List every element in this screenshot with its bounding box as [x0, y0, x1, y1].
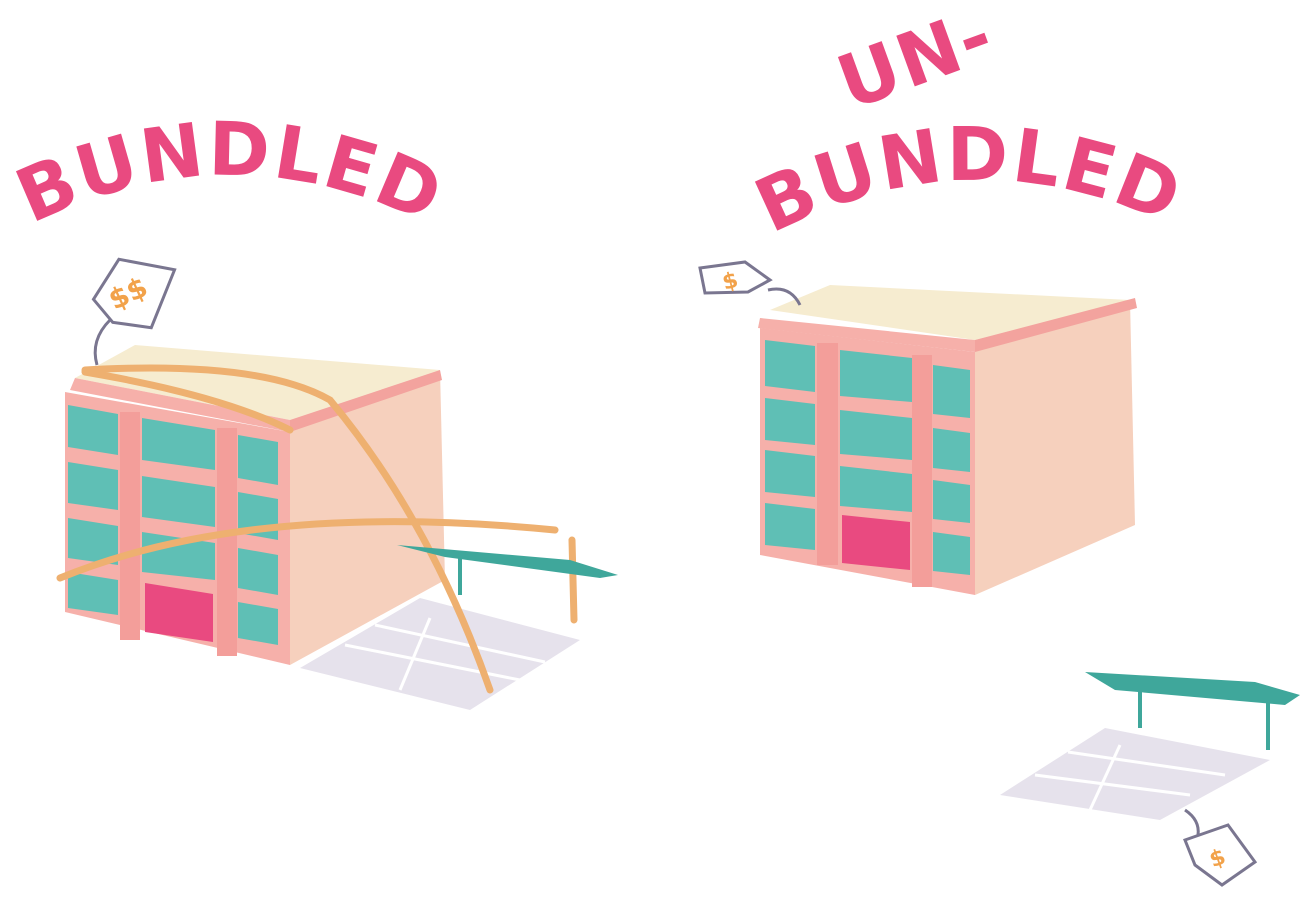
unbundled-scene: UN- BUNDLED: [650, 0, 1302, 900]
bundled-title: BUNDLED: [4, 106, 455, 240]
unbundled-title-line2: BUNDLED: [743, 112, 1194, 250]
bundled-scene: BUNDLED: [0, 0, 650, 900]
shelter-price-tag: $: [1185, 810, 1255, 885]
bundled-panel: BUNDLED: [0, 0, 650, 900]
unbundled-building: [758, 285, 1137, 595]
unbundled-title-line2-wrap: BUNDLED: [743, 112, 1194, 250]
bundled-title-text: BUNDLED: [4, 106, 455, 240]
bus-shelter-shadow-right: [1000, 728, 1270, 820]
door-right: [842, 515, 910, 570]
unbundled-panel: UN- BUNDLED: [650, 0, 1302, 900]
building-price-tag: $: [700, 262, 800, 305]
unbundled-title-line1: UN-: [827, 0, 1006, 127]
